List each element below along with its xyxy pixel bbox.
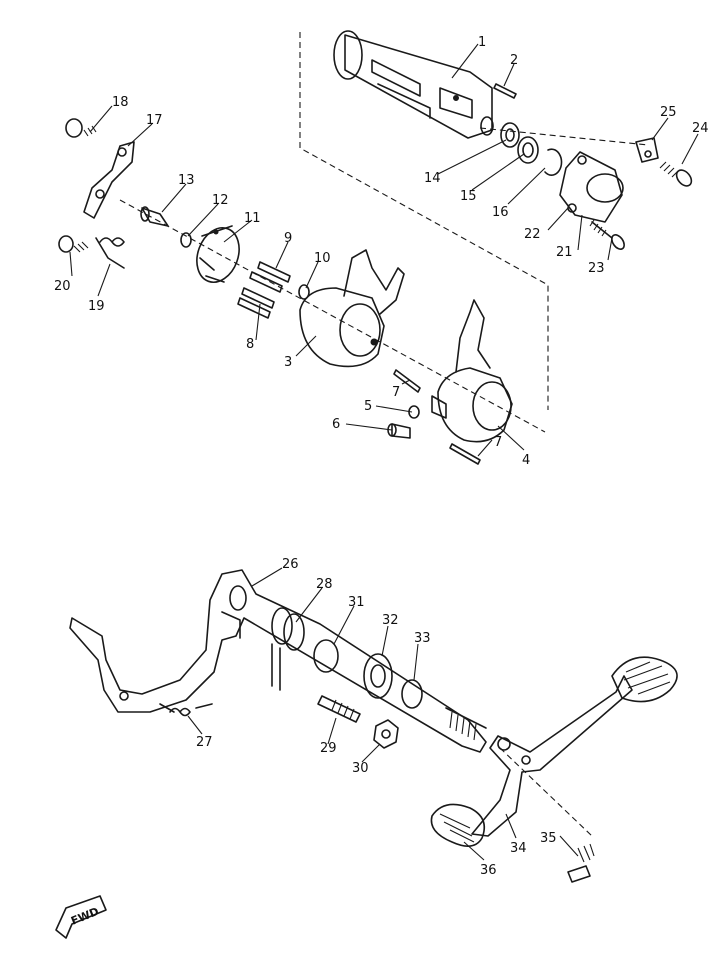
- stopper-pin: [140, 206, 169, 227]
- forward-arrow-icon: [55, 895, 107, 939]
- shift-fork-right: [431, 299, 513, 443]
- boundary-line-top: [299, 32, 549, 410]
- pin-plate: [196, 225, 240, 283]
- callout-15: 15: [460, 189, 477, 204]
- callout-5: 5: [364, 399, 372, 414]
- callout-labels: 1 2 14 15 16 22 21 23 25 24 18 17 13 12 …: [54, 35, 709, 878]
- callout-27: 27: [196, 735, 213, 750]
- guide-pins: [237, 261, 291, 319]
- callout-16: 16: [492, 205, 509, 220]
- callout-36: 36: [480, 863, 497, 878]
- callout-3: 3: [284, 355, 292, 370]
- callout-9: 9: [284, 231, 292, 246]
- callout-31: 31: [348, 595, 365, 610]
- cotter-pin-lower: [449, 443, 481, 465]
- cotter-pin-upper: [393, 369, 421, 393]
- callout-17: 17: [146, 113, 163, 128]
- callout-22: 22: [524, 227, 541, 242]
- shift-drum-assembly: [58, 30, 699, 465]
- callout-28: 28: [316, 577, 333, 592]
- callout-7-upper: 7: [392, 385, 400, 400]
- callout-7-lower: 7: [494, 435, 502, 450]
- housing-screw: [589, 219, 625, 250]
- callout-6: 6: [332, 417, 340, 432]
- callout-18: 18: [112, 95, 129, 110]
- callout-8: 8: [246, 337, 254, 352]
- stopper-lever: [83, 141, 135, 219]
- lower-leader-lines: [187, 567, 579, 861]
- upper-leader-lines: [69, 43, 699, 457]
- callout-24: 24: [692, 121, 709, 136]
- shift-shaft-assembly: [69, 567, 678, 883]
- pin-clip: [298, 284, 310, 300]
- spring-screw: [58, 235, 89, 253]
- drum-circlip: [544, 148, 563, 176]
- drum-pin: [493, 83, 517, 99]
- callout-14: 14: [424, 171, 441, 186]
- callout-1: 1: [478, 35, 486, 50]
- shift-drum: [333, 30, 494, 139]
- drum-collar: [517, 136, 539, 164]
- callout-21: 21: [556, 245, 573, 260]
- pin-washer: [180, 232, 192, 248]
- pedal-rubber: [430, 803, 486, 847]
- adjuster-bolt: [317, 695, 361, 723]
- callout-33: 33: [414, 631, 431, 646]
- callout-11: 11: [244, 211, 261, 226]
- drum-axis-line: [479, 127, 649, 146]
- callout-25: 25: [660, 105, 677, 120]
- adjuster-nut: [373, 719, 399, 749]
- lever-bolt: [65, 118, 97, 138]
- callout-20: 20: [54, 279, 71, 294]
- callout-4: 4: [522, 453, 530, 468]
- oil-seal: [401, 679, 423, 709]
- shaft-spring: [159, 703, 213, 717]
- callout-34: 34: [510, 841, 527, 856]
- shaft-washer: [363, 653, 393, 699]
- callout-30: 30: [352, 761, 369, 776]
- holder-bolt: [659, 161, 693, 187]
- callout-23: 23: [588, 261, 605, 276]
- shift-fork-left: [299, 249, 405, 368]
- drum-bearing: [500, 122, 520, 148]
- callout-32: 32: [382, 613, 399, 628]
- fork-cap: [387, 423, 411, 439]
- pedal-axis-line: [499, 747, 593, 837]
- center-axis-line: [119, 199, 546, 433]
- shaft-clip: [271, 607, 305, 691]
- callout-29: 29: [320, 741, 337, 756]
- shift-pedal: [471, 656, 678, 837]
- callout-2: 2: [510, 53, 518, 68]
- forward-label: FWD: [69, 905, 101, 928]
- shift-shaft: [69, 569, 487, 753]
- forward-direction-badge: FWD: [55, 895, 107, 939]
- callout-12: 12: [212, 193, 229, 208]
- stopper-housing: [559, 151, 624, 223]
- return-spring: [95, 237, 125, 269]
- holder-plate: [635, 137, 659, 163]
- callout-26: 26: [282, 557, 299, 572]
- callout-10: 10: [314, 251, 331, 266]
- callout-19: 19: [88, 299, 105, 314]
- callout-13: 13: [178, 173, 195, 188]
- pedal-bolt: [567, 843, 595, 883]
- shaft-collar: [313, 639, 339, 673]
- callout-35: 35: [540, 831, 557, 846]
